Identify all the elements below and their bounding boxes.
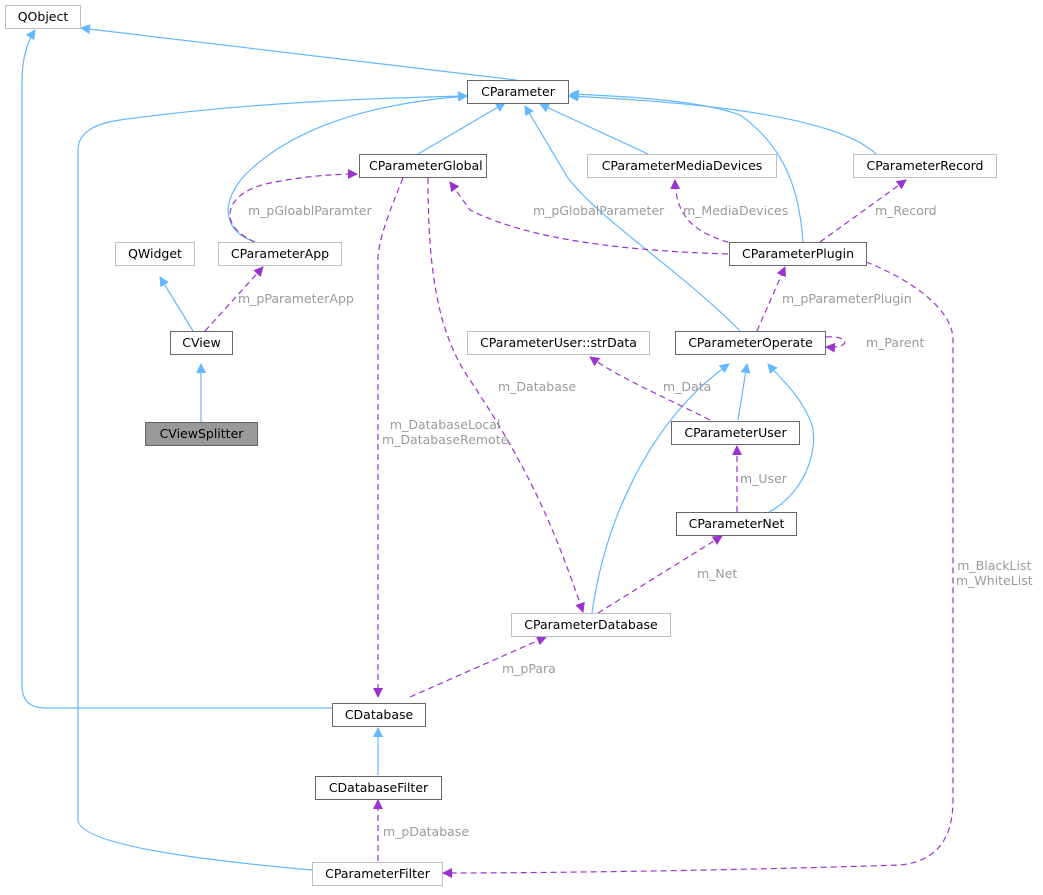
label-m-mediadevices: m_MediaDevices (683, 203, 789, 218)
edge-cparameter-record-inherits-cparameter (568, 91, 877, 155)
node-cparameter-user-strdata: CParameterUser::strData (467, 331, 650, 355)
edge-cparameter-app-inherits-cparameter (227, 91, 468, 243)
edge-cparameter-global-inherits-cparameter (417, 102, 506, 155)
label-m-databaseremote: m_DatabaseRemote (382, 432, 509, 447)
node-cparameter-media-devices: CParameterMediaDevices (587, 154, 777, 178)
label-m-parent: m_Parent (866, 335, 925, 350)
edge-cparameter-operate-inherits-cparameter (524, 105, 741, 332)
node-cview-splitter: CViewSplitter (145, 422, 258, 446)
edge-cparameter-net-inherits-cparameter-operate (767, 363, 815, 513)
label-m-whitelist: m_WhiteList (956, 573, 1033, 588)
edge-user-uses-strdata (589, 356, 711, 421)
edge-cview-uses-app (204, 266, 264, 332)
label-m-pparameterapp: m_pParameterApp (238, 291, 354, 306)
label-m-record: m_Record (875, 203, 937, 218)
node-qobject: QObject (5, 5, 81, 29)
node-cdatabase[interactable]: CDatabase (332, 703, 426, 727)
edge-app-uses-global (229, 169, 358, 243)
node-cparameter[interactable]: CParameter (467, 80, 569, 104)
edge-cview-inherits-qwidget (159, 276, 194, 332)
label-m-pgloablparamter: m_pGloablParamter (248, 203, 372, 218)
label-m-blacklist: m_BlackList (957, 558, 1032, 573)
edge-cdatabase-inherits-qobject (21, 29, 332, 709)
label-m-blacklist-whitelist: m_BlackList m_WhiteList (956, 558, 1033, 588)
edge-cdatabase-uses-parameter-database (409, 636, 547, 698)
label-m-pparameterplugin: m_pParameterPlugin (782, 291, 912, 306)
edge-global-uses-database (427, 177, 585, 613)
node-qwidget: QWidget (115, 242, 195, 266)
label-m-databaselocal-remote: m_DatabaseLocal m_DatabaseRemote (382, 417, 508, 447)
node-cparameter-database: CParameterDatabase (511, 613, 671, 637)
node-cparameter-app: CParameterApp (218, 242, 342, 266)
label-m-database: m_Database (498, 379, 577, 394)
node-cparameter-user[interactable]: CParameterUser (671, 421, 800, 445)
edge-plugin-uses-filter (442, 261, 954, 878)
node-cview[interactable]: CView (170, 331, 233, 355)
node-cparameter-filter: CParameterFilter (312, 862, 443, 886)
edge-database-uses-net (597, 535, 723, 614)
edge-cparameter-user-inherits-cparameter-operate (737, 363, 751, 421)
node-cparameter-plugin[interactable]: CParameterPlugin (729, 242, 867, 266)
label-m-net: m_Net (697, 566, 738, 581)
edge-cparameter-filter-inherits-cparameter (77, 91, 468, 871)
edge-plugin-uses-record (819, 179, 907, 243)
edge-operate-uses-plugin (756, 266, 786, 332)
edge-cparameter-inherits-qobject (80, 24, 517, 81)
edge-cparameter-plugin-inherits-cparameter (569, 89, 804, 243)
node-cparameter-operate[interactable]: CParameterOperate (675, 331, 826, 355)
edge-plugin-uses-global (449, 181, 729, 255)
edge-operate-uses-operate (825, 336, 846, 353)
label-m-pdatabase: m_pDatabase (383, 824, 470, 839)
edge-cparameter-media-devices-inherits-cparameter (539, 103, 649, 155)
node-cparameter-record: CParameterRecord (853, 154, 997, 178)
node-cdatabase-filter[interactable]: CDatabaseFilter (315, 776, 442, 800)
label-m-pglobalparameter: m_pGlobalParameter (533, 203, 665, 218)
edge-cparameter-database-inherits-cparameter-operate (591, 363, 730, 614)
node-cparameter-global[interactable]: CParameterGlobal (359, 154, 487, 178)
edge-plugin-uses-media-devices (670, 179, 739, 246)
node-cparameter-net[interactable]: CParameterNet (676, 512, 797, 536)
edge-global-uses-cdatabase (373, 177, 404, 698)
label-m-databaselocal: m_DatabaseLocal (389, 417, 501, 432)
label-m-ppara: m_pPara (502, 661, 556, 676)
label-m-user: m_User (740, 471, 787, 486)
label-m-data: m_Data (663, 379, 712, 394)
